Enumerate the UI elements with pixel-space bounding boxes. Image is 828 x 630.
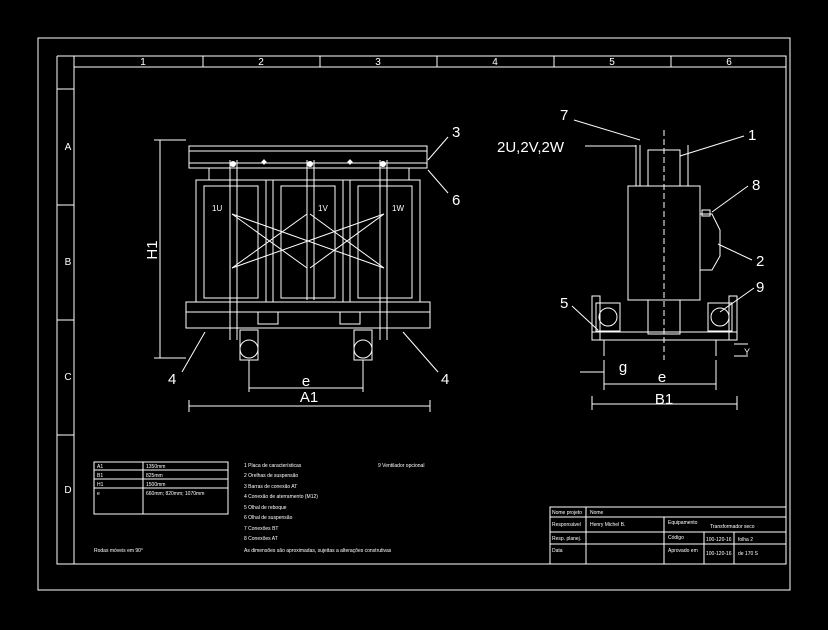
- footnote-bottom: As dimensões são aproximadas, sujeitas a…: [244, 548, 392, 554]
- coil-1: [195, 179, 267, 303]
- callout-2: 2: [756, 253, 764, 270]
- callout-8: 8: [752, 177, 760, 194]
- callout-9: 9: [756, 279, 764, 296]
- h1-label: H1: [144, 240, 161, 259]
- side-dimensions: [571, 119, 755, 410]
- phase-label: 1V: [318, 204, 328, 213]
- row-strip: [56, 88, 75, 565]
- tb-responsible-label: Responsável: [552, 522, 581, 528]
- row-label: C: [64, 372, 71, 383]
- callout-3: 3: [452, 124, 460, 141]
- front-dimensions: [154, 136, 449, 412]
- coil-3: [349, 179, 421, 303]
- table-key: A1: [97, 464, 103, 470]
- tb-project-value: Nome: [590, 510, 604, 516]
- column-label: 4: [492, 57, 498, 68]
- row-label: A: [65, 142, 72, 153]
- table-value: 1350mm: [146, 464, 165, 470]
- front-view: [185, 145, 431, 361]
- row-dividers: [57, 204, 74, 436]
- terminals-label: 2U,2V,2W: [497, 139, 565, 156]
- legend-item: 8 Conexões AT: [244, 536, 278, 542]
- e-label-side: e: [658, 369, 666, 386]
- table-value: 660mm; 820mm; 1070mm: [146, 491, 204, 497]
- tb-scale-value: de 170 S: [738, 551, 759, 557]
- column-dividers: [202, 56, 672, 67]
- tb-equipment-value: Transformador seco: [710, 524, 755, 530]
- outer-border: [37, 37, 791, 591]
- tb-responsible-value: Henry Michel B.: [590, 522, 625, 528]
- callout-4-left: 4: [168, 371, 176, 388]
- callout-1: 1: [748, 127, 756, 144]
- callout-5: 5: [560, 295, 568, 312]
- tb-approval-label: Aprovado em: [668, 548, 698, 554]
- table-key: e: [97, 491, 100, 497]
- legend-item: 4 Conexão de aterramento (M12): [244, 494, 318, 500]
- e-label-front: e: [302, 373, 310, 390]
- legend-item: 9 Ventilador opcional: [378, 463, 424, 469]
- legend-item: 1 Placa de características: [244, 463, 302, 469]
- legend-item: 2 Orelhas de suspensão: [244, 473, 298, 479]
- tb-sheet-value: folha 2: [738, 537, 753, 543]
- side-view: [591, 130, 738, 360]
- insulators: [230, 159, 386, 167]
- y-label: Y: [744, 347, 750, 357]
- tb-equipment-label: Equipamento: [668, 520, 698, 526]
- row-label: D: [64, 485, 71, 496]
- tb-date-label: Data: [552, 548, 563, 554]
- column-label: 1: [140, 57, 146, 68]
- legend-item: 3 Barras de conexão AT: [244, 484, 297, 490]
- dimension-table: [93, 461, 229, 515]
- callout-7: 7: [560, 107, 568, 124]
- column-label: 6: [726, 57, 732, 68]
- legend-item: 5 Olhal de reboque: [244, 505, 287, 511]
- tb-code-value: 100-120-16: [706, 537, 732, 543]
- table-key: H1: [97, 482, 104, 488]
- b1-label: B1: [655, 391, 673, 408]
- tb-project-label: Nome projeto: [552, 510, 582, 516]
- column-label: 2: [258, 57, 264, 68]
- column-label: 3: [375, 57, 381, 68]
- callout-6: 6: [452, 192, 460, 209]
- phase-label: 1W: [392, 204, 404, 213]
- row-label: B: [65, 257, 72, 268]
- table-value: 1500mm: [146, 482, 165, 488]
- tb-plan-label: Resp. planej.: [552, 536, 581, 542]
- footnote-left: Rodas móveis em 90°: [94, 548, 143, 554]
- tb-code-label: Código: [668, 535, 684, 541]
- phase-label: 1U: [212, 204, 222, 213]
- g-label: g: [619, 359, 627, 376]
- table-key: B1: [97, 473, 103, 479]
- title-block: [549, 506, 787, 565]
- a1-label: A1: [300, 389, 318, 406]
- column-label: 5: [609, 57, 615, 68]
- legend-item: 6 Olhal de suspensão: [244, 515, 293, 521]
- tb-approval-value: 100-120-16: [706, 551, 732, 557]
- legend-item: 7 Conexões BT: [244, 526, 278, 532]
- callout-4-right: 4: [441, 371, 449, 388]
- table-value: 825mm: [146, 473, 163, 479]
